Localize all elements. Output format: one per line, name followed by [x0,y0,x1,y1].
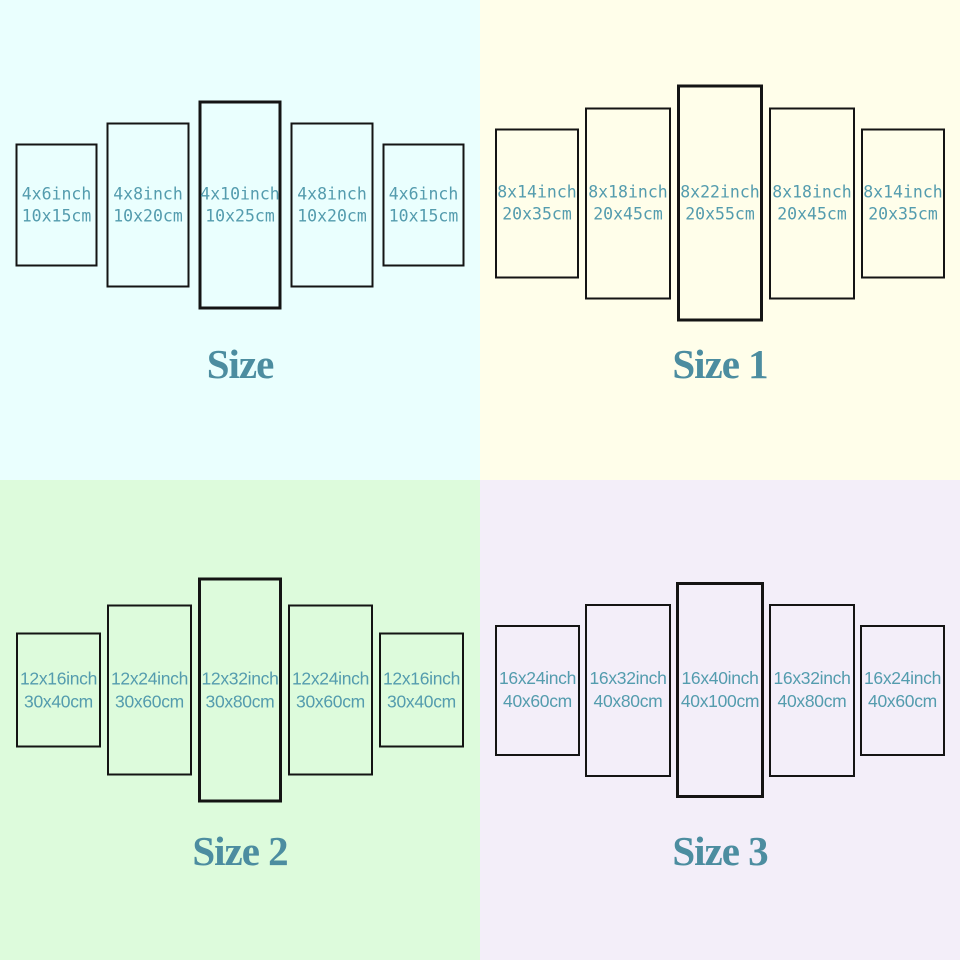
canvas-panel: 8x22inch 20x55cm [677,84,763,322]
size-group-title: Size 1 [672,341,768,387]
panel-size-cm: 40x100cm [680,691,760,711]
panel-size-inch: 8x18inch [588,182,668,201]
panel-size-cm: 40x60cm [503,691,572,711]
panel-size-inch: 12x24inch [110,668,189,688]
panel-size-cm: 10x15cm [21,206,92,225]
canvas-panel: 12x16inch 30x40cm [16,632,101,748]
canvas-panel: 16x24inch 40x60cm [860,624,945,756]
size-group-title: Size [206,341,275,387]
panel-size-cm: 30x60cm [296,691,365,711]
size-chart-quadrant-size: 4x6inch 10x15cm 4x8inch 10x20cm 4x10inch… [0,0,480,480]
canvas-panel: 4x8inch 10x20cm [106,122,190,288]
canvas-panel: 4x10inch 10x25cm [198,100,282,310]
panel-size-cm: 30x80cm [205,691,275,711]
panel-size-inch: 4x6inch [21,184,92,203]
panel-size-inch: 4x8inch [113,184,183,203]
canvas-panel: 12x32inch 30x80cm [198,577,282,803]
panel-size-cm: 20x35cm [502,204,572,223]
panel-size-inch: 16x24inch [498,668,577,688]
canvas-panel: 4x6inch 10x15cm [15,143,98,267]
panel-size-inch: 8x14inch [497,182,577,201]
canvas-panel: 12x24inch 30x60cm [288,604,373,776]
panel-size-inch: 4x8inch [297,184,367,203]
panel-size-cm: 40x60cm [868,691,937,711]
panel-size-inch: 16x32inch [589,668,667,688]
panel-size-inch: 16x32inch [773,668,851,688]
panel-group: 4x6inch 10x15cm 4x8inch 10x20cm 4x10inch… [15,100,465,310]
canvas-panel: 4x8inch 10x20cm [290,122,374,288]
panel-size-inch: 4x10inch [200,184,280,203]
panel-size-inch: 8x18inch [772,182,852,201]
canvas-panel: 12x24inch 30x60cm [107,604,192,776]
canvas-panel: 16x24inch 40x60cm [495,624,580,756]
canvas-panel: 12x16inch 30x40cm [379,632,464,748]
canvas-panel: 4x6inch 10x15cm [382,143,465,267]
size-group-title: Size 2 [192,828,288,874]
panel-size-cm: 20x45cm [777,204,847,223]
panel-size-inch: 12x24inch [291,668,370,688]
panel-group: 16x24inch 40x60cm 16x32inch 40x80cm 16x4… [495,582,945,798]
panel-group: 12x16inch 30x40cm 12x24inch 30x60cm 12x3… [16,577,464,803]
panel-size-inch: 16x40inch [681,668,759,688]
panel-size-cm: 20x35cm [868,204,938,223]
panel-size-inch: 8x22inch [680,182,760,201]
canvas-panel: 8x14inch 20x35cm [861,128,945,278]
panel-size-inch: 12x16inch [382,668,461,688]
panel-size-cm: 10x20cm [297,206,367,225]
size-chart-quadrant-size-1: 8x14inch 20x35cm 8x18inch 20x45cm 8x22in… [480,0,960,480]
panel-size-cm: 40x80cm [593,691,663,711]
canvas-panel: 16x32inch 40x80cm [585,603,671,777]
panel-size-inch: 12x16inch [19,668,98,688]
canvas-panel: 16x40inch 40x100cm [676,582,764,798]
panel-group: 8x14inch 20x35cm 8x18inch 20x45cm 8x22in… [495,84,945,322]
size-group-title: Size 3 [672,828,768,874]
panel-size-cm: 10x20cm [113,206,183,225]
panel-size-inch: 8x14inch [863,182,943,201]
panel-size-cm: 10x15cm [388,206,459,225]
size-chart-quadrant-size-2: 12x16inch 30x40cm 12x24inch 30x60cm 12x3… [0,480,480,960]
panel-size-inch: 12x32inch [201,668,279,688]
panel-size-cm: 30x60cm [115,691,184,711]
canvas-panel: 8x18inch 20x45cm [769,107,855,299]
canvas-panel: 16x32inch 40x80cm [769,603,855,777]
panel-size-cm: 10x25cm [205,206,275,225]
panel-size-cm: 40x80cm [777,691,847,711]
panel-size-cm: 30x40cm [387,691,456,711]
size-chart-quadrant-size-3: 16x24inch 40x60cm 16x32inch 40x80cm 16x4… [480,480,960,960]
panel-size-cm: 30x40cm [24,691,93,711]
panel-size-inch: 16x24inch [863,668,942,688]
panel-size-cm: 20x45cm [593,204,663,223]
panel-size-cm: 20x55cm [685,204,755,223]
canvas-panel: 8x18inch 20x45cm [585,107,671,299]
canvas-panel: 8x14inch 20x35cm [495,128,579,278]
panel-size-inch: 4x6inch [388,184,459,203]
